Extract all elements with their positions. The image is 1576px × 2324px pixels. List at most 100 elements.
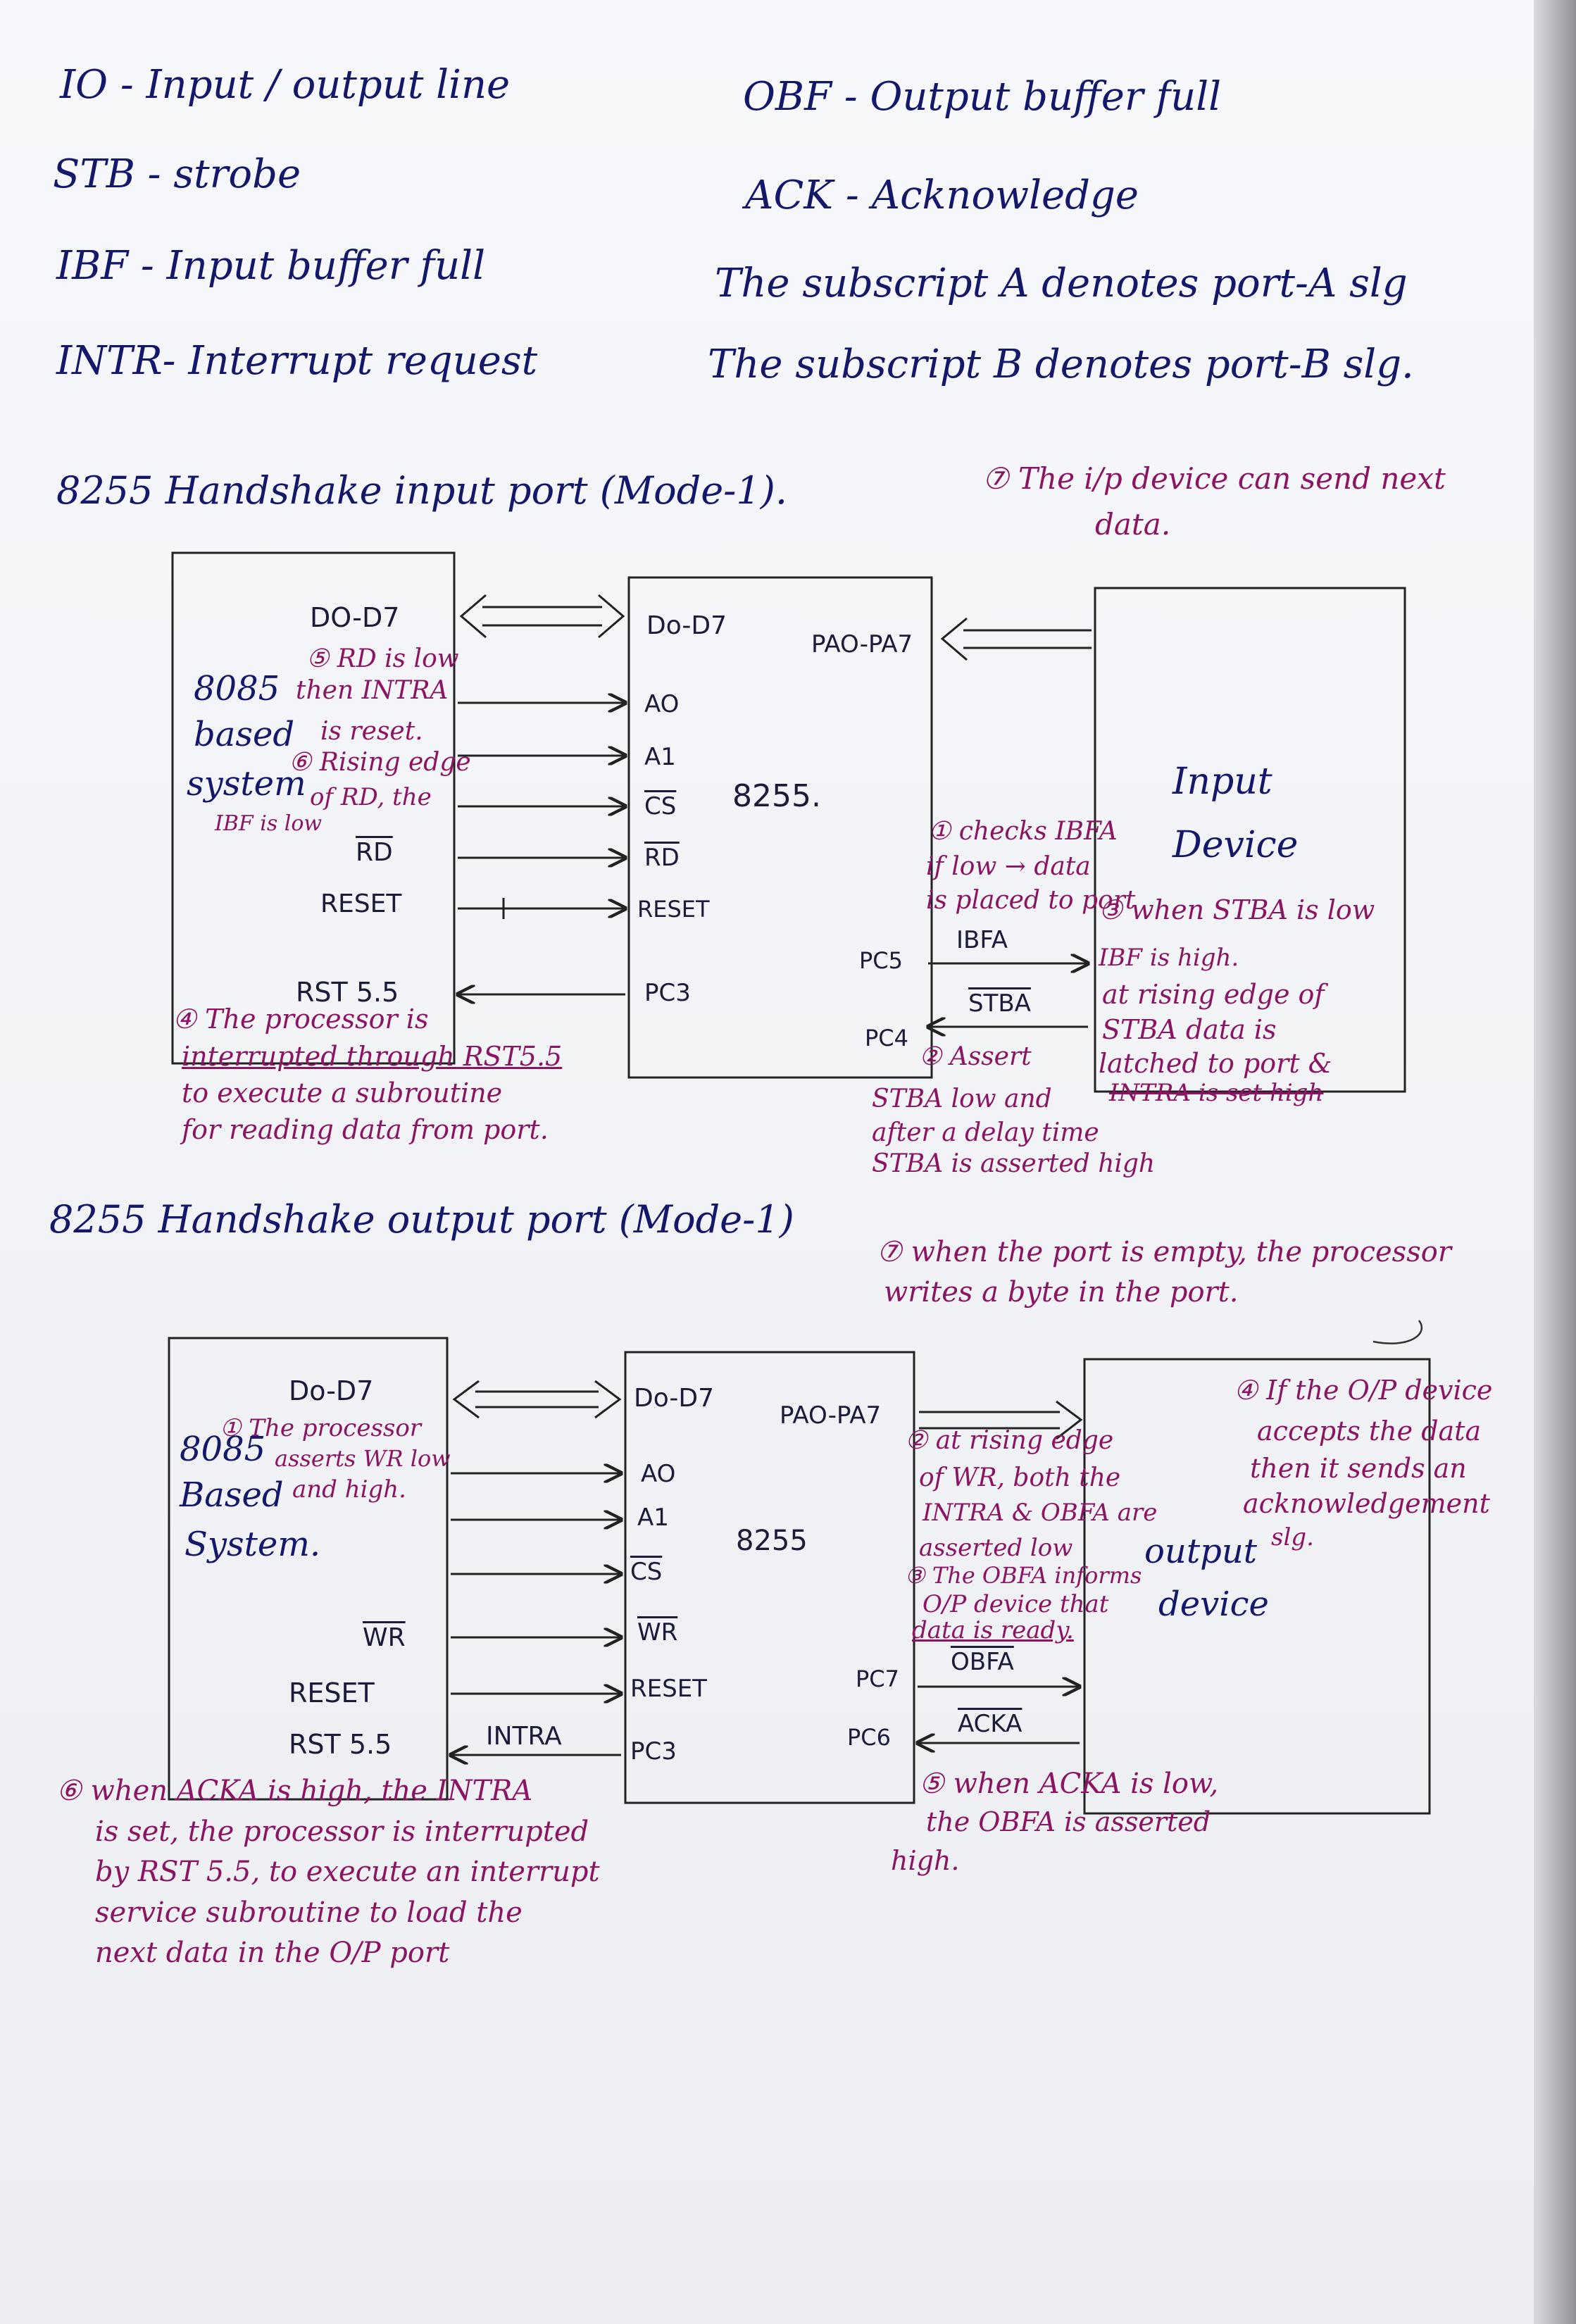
input-ppi-pc5-pin: PC5 — [859, 947, 903, 974]
input-device-block — [1094, 587, 1406, 1093]
output-ppi-cs-pin: CS — [630, 1558, 663, 1586]
output-port-bus-arrow — [919, 1400, 1083, 1440]
input-note-5-line-1: ⑤ RD is low — [306, 644, 459, 673]
output-section-heading: 8255 Handshake output port (Mode-1) — [49, 1197, 794, 1242]
input-ppi-a1-pin: A1 — [644, 743, 676, 771]
output-note-7-line-2: writes a byte in the port. — [884, 1276, 1239, 1308]
input-cpu-rst-pin: RST 5.5 — [296, 977, 399, 1008]
input-device-label-1: Input — [1172, 761, 1272, 803]
output-note-5-line-3: high. — [891, 1845, 960, 1876]
input-ppi-port-pin: PAO-PA7 — [811, 630, 913, 658]
input-note-6-line-1: ⑥ Rising edge — [289, 748, 471, 777]
input-ibfa-signal: IBFA — [956, 926, 1008, 954]
input-note-6-line-3: IBF is low — [215, 811, 323, 836]
output-data-bus-arrow — [452, 1380, 622, 1419]
input-note-1-line-3: is placed to port — [926, 886, 1136, 915]
output-note-2-line-3: INTRA & OBFA are — [923, 1499, 1158, 1527]
input-note-4-line-4: for reading data from port. — [182, 1114, 549, 1145]
input-note-1-line-1: ① checks IBFA — [928, 817, 1118, 846]
input-ppi-data-pin: Do-D7 — [646, 611, 727, 640]
input-stba-signal: STBA — [968, 989, 1031, 1018]
output-note-2-line-2: of WR, both the — [919, 1463, 1121, 1492]
output-note-4-line-5: slg. — [1271, 1523, 1314, 1551]
output-device-label-1: output — [1144, 1532, 1258, 1571]
input-section-heading: 8255 Handshake input port (Mode-1). — [56, 468, 787, 513]
output-ppi-name: 8255 — [736, 1525, 808, 1557]
output-note-1-line-2: asserts WR low — [275, 1445, 451, 1472]
output-note-4-line-1: ④ If the O/P device — [1234, 1375, 1493, 1406]
input-note-4-line-2: interrupted through RST5.5 — [182, 1041, 563, 1072]
input-port-bus-arrow — [940, 617, 1092, 661]
input-ppi-rd-pin: RD — [644, 844, 680, 872]
output-cpu-rst-pin: RST 5.5 — [289, 1729, 392, 1760]
input-cpu-label-1: 8085 — [194, 669, 280, 708]
input-note-2-line-3: after a delay time — [872, 1118, 1099, 1147]
output-note-6-line-1: ⑥ when ACKA is high, the INTRA — [56, 1775, 533, 1807]
output-ppi-port-pin: PAO-PA7 — [780, 1401, 882, 1430]
page-edge-shadow — [1534, 0, 1576, 2324]
input-note-1-line-2: if low → data — [926, 852, 1091, 881]
output-note-4-line-2: accepts the data — [1257, 1416, 1482, 1447]
legend-obf: OBF - Output buffer full — [743, 74, 1222, 120]
output-device-block — [1083, 1358, 1431, 1815]
output-note-3-line-2: O/P device that — [923, 1590, 1109, 1618]
legend-stb: STB - strobe — [53, 151, 301, 197]
input-note-2-line-2: STBA low and — [872, 1085, 1052, 1113]
output-note-6-line-3: by RST 5.5, to execute an interrupt — [95, 1856, 600, 1888]
output-cpu-label-2: Based — [180, 1475, 284, 1515]
input-note-3-line-3: at rising edge of — [1102, 979, 1325, 1010]
legend-subscript-a: The subscript A denotes port-A slg — [715, 261, 1408, 306]
input-note-4-line-1: ④ The processor is — [173, 1004, 429, 1035]
output-note-4-line-4: acknowledgement — [1243, 1488, 1490, 1519]
output-note-5-line-1: ⑤ when ACKA is low, — [919, 1768, 1219, 1800]
output-intra-signal: INTRA — [486, 1722, 562, 1751]
input-ppi-reset-pin: RESET — [637, 896, 710, 923]
output-note-1-line-1: ① The processor — [220, 1414, 422, 1442]
input-note-6-line-2: of RD, the — [310, 783, 432, 811]
output-ppi-pc7-pin: PC7 — [856, 1666, 899, 1692]
output-ppi-reset-pin: RESET — [630, 1675, 707, 1703]
output-cpu-wr-pin: WR — [363, 1623, 406, 1652]
output-ppi-wr-pin: WR — [637, 1618, 678, 1647]
input-cpu-block — [171, 551, 456, 1065]
input-note-5-line-2: then INTRA — [296, 676, 449, 705]
output-obfa-signal: OBFA — [951, 1648, 1014, 1676]
output-cpu-label-3: System. — [185, 1525, 321, 1564]
output-acka-signal: ACKA — [958, 1710, 1022, 1738]
input-note-2-line-4: STBA is asserted high — [872, 1149, 1156, 1178]
input-8255-block — [627, 576, 933, 1079]
legend-subscript-b: The subscript B denotes port-B slg. — [708, 342, 1414, 387]
output-ppi-pc3-pin: PC3 — [630, 1737, 677, 1766]
output-note-4-line-3: then it sends an — [1250, 1453, 1467, 1484]
output-cpu-reset-pin: RESET — [289, 1678, 375, 1708]
output-cpu-block — [168, 1337, 449, 1801]
output-device-label-2: device — [1158, 1585, 1269, 1624]
output-note-6-line-4: service subroutine to load the — [95, 1897, 523, 1929]
output-note-2-line-4: asserted low — [919, 1534, 1073, 1562]
output-note-5-line-2: the OBFA is asserted — [926, 1806, 1211, 1837]
input-note-2-line-1: ② Assert — [919, 1042, 1032, 1071]
input-device-label-2: Device — [1172, 824, 1299, 866]
input-note-3-line-2: IBF is high. — [1099, 944, 1239, 972]
output-ppi-a1-pin: A1 — [637, 1504, 669, 1532]
input-note-7-line-1: ⑦ The i/p device can send next — [982, 461, 1446, 496]
legend-ibf: IBF - Input buffer full — [56, 243, 485, 289]
input-ppi-cs-pin: CS — [644, 792, 677, 820]
output-note-2-line-1: ② at rising edge — [905, 1426, 1114, 1455]
legend-intr: INTR- Interrupt request — [56, 338, 538, 384]
legend-io: IO - Input / output line — [60, 62, 511, 108]
input-data-bus-arrow — [459, 594, 625, 639]
input-cpu-label-2: based — [194, 715, 295, 754]
output-cpu-data-pin: Do-D7 — [289, 1375, 374, 1406]
input-cpu-reset-pin: RESET — [320, 889, 402, 918]
output-note-6-line-2: is set, the processor is interrupted — [95, 1816, 589, 1848]
input-note-3-line-4: STBA data is — [1102, 1014, 1277, 1045]
input-note-3-line-6: INTRA is set high — [1109, 1079, 1324, 1107]
output-ppi-pc6-pin: PC6 — [847, 1724, 891, 1751]
output-note-7-line-1: ⑦ when the port is empty, the processor — [877, 1236, 1451, 1268]
input-cpu-rd-pin: RD — [356, 838, 393, 867]
output-ppi-data-pin: Do-D7 — [634, 1384, 715, 1413]
output-cpu-label-1: 8085 — [180, 1430, 266, 1469]
